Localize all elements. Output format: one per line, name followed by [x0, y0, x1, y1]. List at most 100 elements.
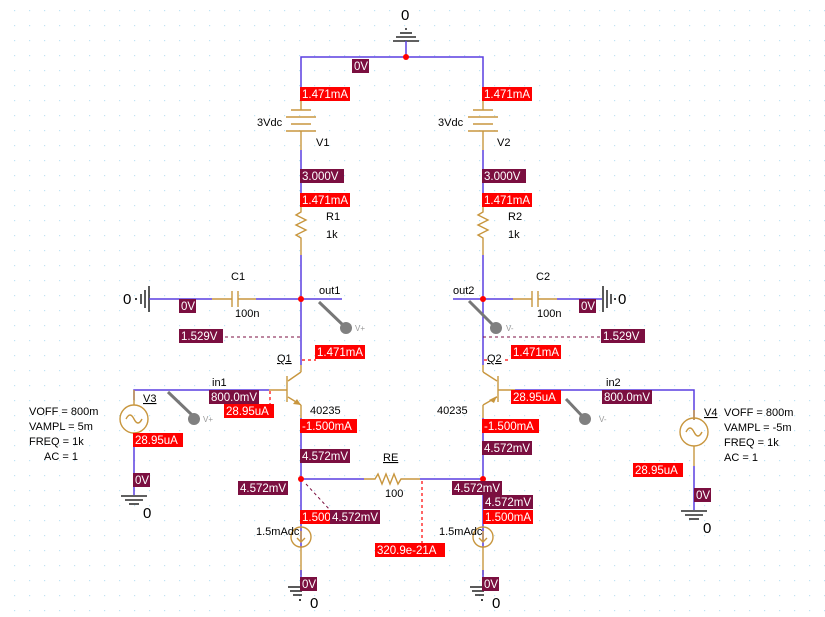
sine-source-v3[interactable]: V3 VOFF = 800m VAMPL = 5m FREQ = 1k AC =… [29, 390, 156, 463]
voltage-probe-out2[interactable]: V- [467, 299, 514, 334]
voltage-tag-e1-node-v[interactable]: 4.572mV [238, 481, 288, 495]
voltage-tag-c2-gnd-v[interactable]: 0V [579, 299, 596, 313]
voltage-tag-q2-emitter-v[interactable]: 4.572mV [482, 441, 532, 455]
current-tag-q1-collector-i[interactable]: 1.471mA [315, 345, 365, 359]
ground-v3[interactable]: 0 [121, 495, 151, 522]
tag-value: 1.471mA [302, 195, 348, 207]
voltage-tag-out1-v[interactable]: 1.529V [179, 329, 223, 343]
sine-source-v4[interactable]: V4 VOFF = 800m VAMPL = -5m FREQ = 1k AC … [679, 407, 793, 466]
tag-value: 0V [581, 301, 595, 313]
c2-value: 100n [537, 308, 561, 320]
voltage-tag-e1-node-v2[interactable]: 4.572mV [330, 510, 380, 524]
tag-value: 4.572mV [240, 483, 286, 495]
voltage-tag-i2-gnd-v[interactable]: 0V [482, 577, 499, 591]
current-tag-r1-current[interactable]: 1.471mA [300, 193, 350, 207]
current-source-i1[interactable]: 1.5mAdc [256, 526, 312, 575]
v1-value: 3Vdc [257, 117, 283, 129]
capacitor-c1[interactable]: C1 100n [212, 271, 259, 320]
v3-param-2: FREQ = 1k [29, 436, 84, 448]
tag-value: 0V [484, 579, 498, 591]
r1-value: 1k [326, 229, 338, 241]
current-tag-v2-current[interactable]: 1.471mA [482, 87, 532, 101]
tag-value: 4.572mV [332, 512, 378, 524]
voltage-tag-v1-node-v[interactable]: 3.000V [300, 169, 344, 183]
voltage-tag-v3-gnd-v[interactable]: 0V [133, 473, 150, 487]
q1-name: Q1 [277, 353, 292, 365]
v4-ground-label: 0 [703, 520, 711, 537]
voltage-tag-e2-node-v[interactable]: 4.572mV [452, 481, 502, 495]
voltage-tag-out2-v[interactable]: 1.529V [601, 329, 645, 343]
r2-value: 1k [508, 229, 520, 241]
v4-param-3: AC = 1 [724, 452, 758, 464]
i2-value: 1.5mAdc [439, 526, 483, 538]
c2-name: C2 [536, 271, 550, 283]
voltage-tag-in1-v[interactable]: 800.0mV [209, 390, 259, 404]
tag-value: 4.572mV [302, 451, 348, 463]
voltage-tag-v4-gnd-v[interactable]: 0V [694, 488, 711, 502]
current-tag-q2-base-i[interactable]: 28.95uA [511, 390, 561, 404]
tag-value: 28.95uA [635, 465, 678, 477]
current-tag-q2-emitter-i[interactable]: -1.500mA [482, 419, 539, 433]
voltage-tag-c1-gnd-v[interactable]: 0V [179, 299, 196, 313]
q1-model: 40235 [310, 405, 341, 417]
voltage-tag-i1-gnd-v[interactable]: 0V [300, 577, 317, 591]
v3-ground-label: 0 [143, 505, 151, 522]
v4-param-0: VOFF = 800m [724, 407, 793, 419]
tag-value: 28.95uA [135, 435, 178, 447]
current-tag-v3-current[interactable]: 28.95uA [133, 433, 183, 447]
c1-ground-label: 0 [123, 291, 131, 308]
resistor-r2[interactable]: R2 1k [476, 205, 522, 255]
transistor-q2[interactable]: Q2 40235 [437, 353, 515, 418]
current-tag-re-current[interactable]: 320.9e-21A [375, 543, 445, 557]
current-tag-v1-current[interactable]: 1.471mA [300, 87, 350, 101]
net-in1: in1 [212, 377, 227, 389]
tag-value: 1.471mA [484, 89, 530, 101]
net-out2: out2 [453, 285, 474, 297]
capacitor-c2[interactable]: C2 100n [513, 271, 561, 320]
ground-top[interactable]: 0 [393, 7, 419, 57]
tag-value: 1.471mA [513, 347, 559, 359]
voltage-tag-top-node-v[interactable]: 0V [352, 59, 369, 73]
tag-value: 1.500mA [485, 512, 531, 524]
junction-top [403, 54, 409, 60]
current-tag-r2-current[interactable]: 1.471mA [482, 193, 532, 207]
re-name: RE [383, 452, 398, 464]
current-tag-i2-current[interactable]: 1.500mA [483, 510, 533, 524]
voltage-source-v1[interactable]: 3Vdc V1 [257, 100, 329, 150]
tag-value: 28.95uA [513, 392, 556, 404]
tag-value: 3.000V [484, 171, 521, 183]
i1-ground-label: 0 [310, 595, 318, 612]
v3-param-3: AC = 1 [44, 451, 78, 463]
current-tag-q1-emitter-i[interactable]: -1.500mA [300, 419, 357, 433]
tag-value: 28.95uA [226, 406, 269, 418]
voltage-probe-out1[interactable]: V+ [317, 300, 365, 334]
current-tag-q1-base-i[interactable]: 28.95uA [224, 404, 274, 418]
voltage-probe-in1[interactable]: V+ [166, 390, 213, 425]
junction-out2 [480, 296, 486, 302]
r1-name: R1 [326, 211, 340, 223]
resistor-re[interactable]: RE 100 [364, 452, 420, 500]
voltage-tag-v2-node-v[interactable]: 3.000V [482, 169, 526, 183]
current-tag-v4-current[interactable]: 28.95uA [633, 463, 683, 477]
transistor-q1[interactable]: Q1 40235 [269, 353, 341, 418]
ground-v4[interactable]: 0 [681, 510, 711, 537]
tag-value: 1.529V [181, 331, 218, 343]
tag-value: 4.572mV [485, 497, 531, 509]
ground-c2[interactable]: 0 [602, 286, 626, 312]
ground-c1[interactable]: 0 [123, 286, 150, 312]
voltage-tag-e2-node-v2[interactable]: 4.572mV [483, 495, 533, 509]
probe-label: V+ [203, 415, 213, 424]
voltage-tag-q1-emitter-v[interactable]: 4.572mV [300, 449, 350, 463]
re-value: 100 [385, 488, 403, 500]
ground-i2[interactable]: 0 [470, 586, 500, 612]
c2-ground-label: 0 [618, 291, 626, 308]
current-tag-q2-collector-i[interactable]: 1.471mA [511, 345, 561, 359]
voltage-tag-in2-v[interactable]: 800.0mV [602, 390, 652, 404]
voltage-probe-in2[interactable]: V- [564, 397, 607, 425]
voltage-source-v2[interactable]: 3Vdc V2 [438, 100, 510, 150]
junction-out1 [298, 296, 304, 302]
current-source-i2[interactable]: 1.5mAdc [439, 526, 494, 575]
resistor-r1[interactable]: R1 1k [294, 205, 340, 255]
